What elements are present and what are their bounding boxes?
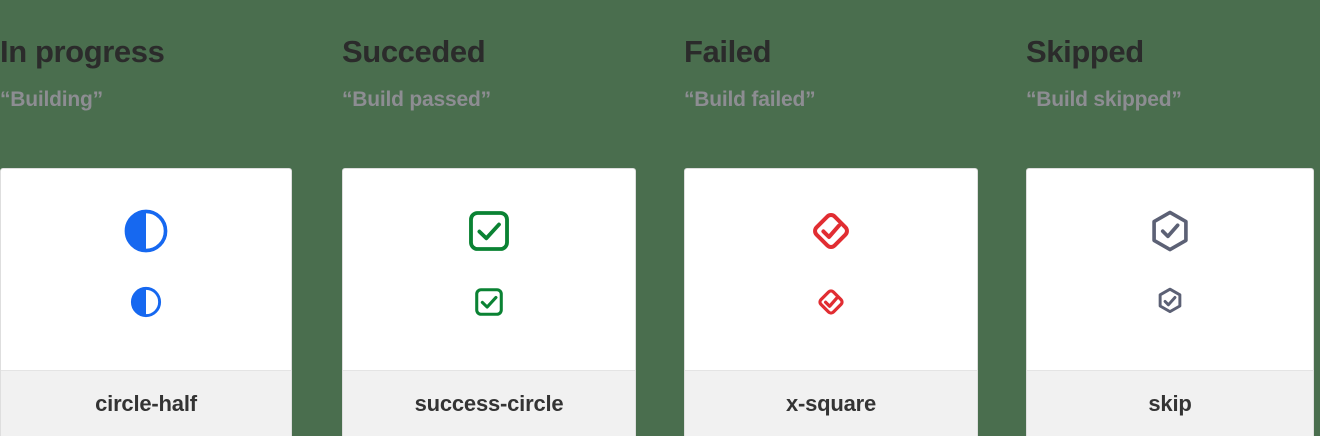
x-square-icon (814, 285, 848, 319)
icon-name-label: skip (1148, 390, 1192, 416)
status-column-in-progress: In progress “Building” (0, 0, 292, 436)
circle-half-icon (130, 286, 162, 318)
status-column-failed: Failed “Build failed” (684, 0, 978, 436)
icon-preview-small (343, 285, 635, 319)
status-column-succeded: Succeded “Build passed” (342, 0, 636, 436)
icon-card-circle-half[interactable]: circle-half (0, 168, 292, 436)
column-subtitle: “Build failed” (684, 88, 816, 111)
icon-card-body (1027, 169, 1313, 371)
icon-name-label: x-square (785, 390, 877, 416)
icon-card-footer: skip (1027, 370, 1313, 436)
icon-preview-large (1027, 207, 1313, 255)
icon-card-body (343, 169, 635, 371)
icon-card-body (685, 169, 977, 371)
x-square-icon (807, 207, 855, 255)
column-title: Failed (684, 34, 772, 69)
icon-card-body (1, 169, 291, 371)
column-title: Skipped (1026, 34, 1144, 69)
success-circle-icon (466, 208, 512, 254)
column-title: In progress (0, 34, 165, 69)
icon-preview-large (1, 207, 291, 255)
icon-name-label: success-circle (414, 390, 564, 416)
icon-preview-small (1027, 285, 1313, 319)
skip-icon (1147, 208, 1193, 254)
icon-name-label: circle-half (95, 390, 197, 416)
column-title: Succeded (342, 34, 486, 69)
column-subtitle: “Build passed” (342, 88, 491, 111)
icon-preview-small (1, 285, 291, 319)
skip-icon (1154, 286, 1186, 318)
icon-card-success-circle[interactable]: success-circle (342, 168, 636, 436)
column-subtitle: “Building” (0, 88, 103, 111)
icon-preview-large (685, 207, 977, 255)
success-circle-icon (473, 286, 505, 318)
icon-preview-small (685, 285, 977, 319)
icon-preview-large (343, 207, 635, 255)
icon-card-x-square[interactable]: x-square (684, 168, 978, 436)
icon-card-footer: x-square (685, 370, 977, 436)
icon-card-footer: success-circle (343, 370, 635, 436)
icon-card-footer: circle-half (1, 370, 291, 436)
icon-card-skip[interactable]: skip (1026, 168, 1314, 436)
circle-half-icon (123, 208, 169, 254)
status-column-skipped: Skipped “Build skipped” (1026, 0, 1314, 436)
column-subtitle: “Build skipped” (1026, 88, 1182, 111)
